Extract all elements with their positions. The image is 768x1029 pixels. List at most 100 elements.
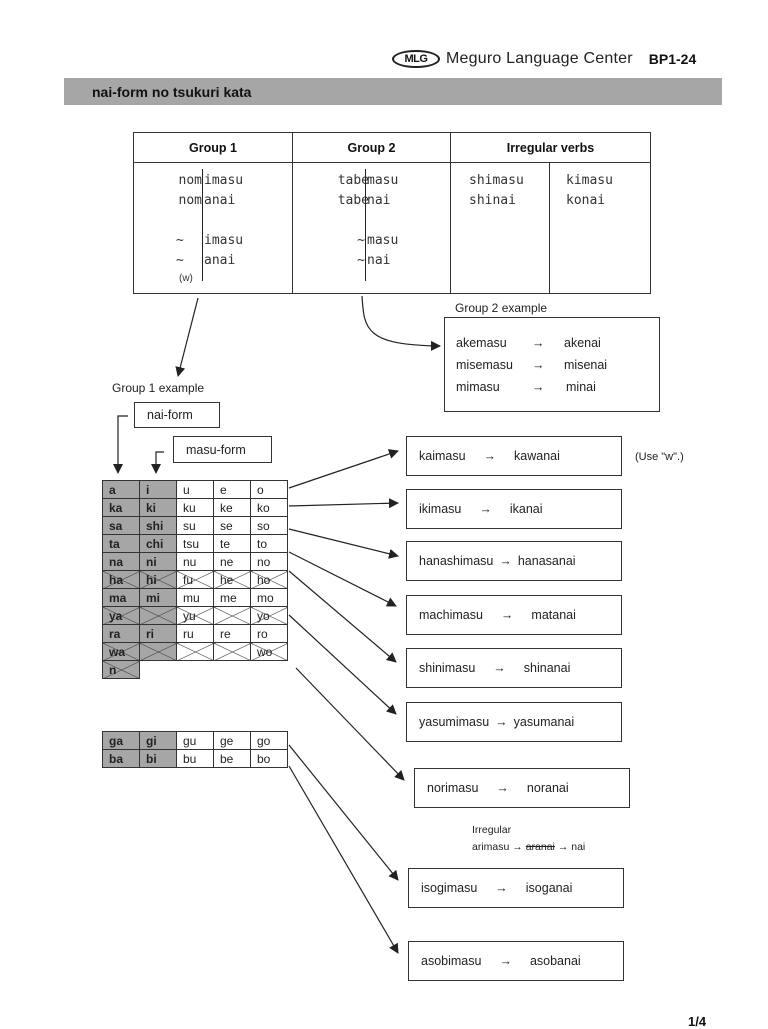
- group2-stems: tabe tabe ~ ~: [335, 171, 369, 271]
- example-row: akemasu→akenai: [456, 336, 601, 350]
- conversion-box: kaimasu→kawanai: [406, 436, 622, 476]
- page-title: nai-form no tsukuri kata: [92, 83, 252, 100]
- ending: masu: [367, 173, 399, 188]
- arrow-icon: →: [500, 608, 514, 622]
- kana-cell: gi: [139, 731, 177, 750]
- conversion-box: shinimasu→shinanai: [406, 648, 622, 688]
- stem: tabe: [337, 173, 369, 188]
- group2-cell: tabe tabe ~ ~ masu nai masu nai: [292, 162, 451, 294]
- kana-cell: ri: [139, 624, 177, 643]
- tilde: ~: [357, 253, 365, 268]
- nai-form: akenai: [564, 335, 601, 350]
- mlg-logo: MLG: [392, 50, 440, 68]
- arrow-group1-to-example: [175, 297, 199, 377]
- stem-divider: [202, 169, 203, 281]
- arrow-ka-row: [288, 498, 399, 509]
- nai-form-label: nai-form: [147, 408, 193, 422]
- group2-example-box: akemasu→akenai misemasu→misenai mimasu→m…: [444, 317, 660, 412]
- arrow-ta-row: [288, 551, 397, 607]
- arrow-icon: →: [532, 357, 545, 372]
- masu-form: yasumimasu: [419, 715, 490, 729]
- group2-endings: masu nai masu nai: [367, 171, 398, 271]
- kana-cell: chi: [139, 534, 177, 553]
- nai-form: matanai: [531, 608, 576, 622]
- nai-form: yasumanai: [513, 715, 575, 729]
- organization-name: Meguro Language Center: [446, 50, 633, 67]
- stem: nom: [178, 173, 202, 188]
- kana-cell: ta: [102, 534, 140, 553]
- arrow-icon: →: [495, 715, 508, 729]
- irregular-kuru-cell: kimasu konai: [549, 162, 651, 294]
- group1-example-label: Group 1 example: [112, 381, 205, 395]
- irregular-suru: shimasu shinai: [451, 163, 549, 211]
- conversion-box: norimasu→noranai: [414, 768, 630, 808]
- group1-stems: nom nom ~ ~: [176, 171, 202, 271]
- arrow-masu-form: [151, 451, 164, 474]
- arrow-icon: →: [495, 881, 508, 895]
- conversion-box: machimasu→matanai: [406, 595, 622, 635]
- nai-form: noranai: [526, 781, 569, 795]
- arrow-ba-row: [288, 765, 399, 954]
- ending: imasu: [204, 173, 244, 188]
- ending: anai: [204, 253, 236, 268]
- nai-form: asobanai: [529, 954, 581, 968]
- arrow-sa-row: [288, 528, 399, 559]
- ending: nai: [367, 193, 391, 208]
- masu-form: mimasu: [456, 379, 500, 394]
- kana-cell: i: [139, 480, 177, 499]
- arrow-ga-row: [288, 744, 399, 881]
- arrow-icon: →: [532, 379, 545, 394]
- tilde: ~: [176, 253, 184, 268]
- nai-form: ikanai: [509, 502, 543, 516]
- page-header: MLG Meguro Language Center BP1-24: [392, 50, 696, 68]
- kana-cell-crossed: [176, 642, 214, 661]
- irregular-nai: shinai: [469, 193, 516, 208]
- arrow-nai-form: [113, 415, 128, 474]
- masu-form: akemasu: [456, 335, 507, 350]
- kana-cell: bo: [250, 749, 288, 768]
- kana-cell: tsu: [176, 534, 214, 553]
- example-row: mimasu→minai: [456, 380, 596, 394]
- kana-row: n: [102, 660, 288, 679]
- arrow-a-row: [288, 449, 399, 489]
- kana-cell-crossed: yo: [250, 606, 288, 625]
- irregular-label: Irregular: [472, 824, 512, 836]
- ending: nai: [367, 253, 391, 268]
- kana-cell-crossed: he: [213, 570, 251, 589]
- masu-form-label-box: masu-form: [173, 436, 272, 463]
- nai-form: kawanai: [514, 449, 560, 463]
- group1-endings: imasu anai imasu anai: [204, 171, 243, 271]
- kana-cell: bi: [139, 749, 177, 768]
- nai-form: isoganai: [525, 881, 573, 895]
- use-w-note: (Use "w".): [635, 451, 684, 463]
- kana-cell-crossed: wo: [250, 642, 288, 661]
- masu-form-label: masu-form: [186, 442, 246, 457]
- conversion-box: isogimasu→isoganai: [408, 868, 624, 908]
- kana-cell: na: [102, 552, 140, 571]
- kana-cell-crossed: n: [102, 660, 140, 679]
- arrow-icon: →: [557, 841, 569, 853]
- irregular-masu: arimasu: [472, 841, 510, 853]
- conjugation-table: Group 1 Group 2 Irregular verbs nom nom …: [133, 132, 651, 294]
- conversion-box: hanashimasu→hanasanai: [406, 541, 622, 581]
- w-note: (w): [179, 273, 193, 284]
- arrow-icon: →: [499, 954, 512, 968]
- arrow-icon: →: [499, 554, 512, 568]
- kana-cell: shi: [139, 516, 177, 535]
- irregular-result: nai: [571, 841, 586, 853]
- conversion-box: yasumimasu → yasumanai: [406, 702, 622, 742]
- ending: masu: [367, 233, 399, 248]
- kana-cell: ra: [102, 624, 140, 643]
- masu-form: misemasu: [456, 357, 513, 372]
- masu-form: norimasu: [427, 781, 479, 795]
- kana-cell: so: [250, 516, 288, 535]
- arrow-ma-row: [288, 614, 397, 715]
- irregular-masu: shimasu: [469, 173, 524, 188]
- kana-cell: mo: [250, 588, 288, 607]
